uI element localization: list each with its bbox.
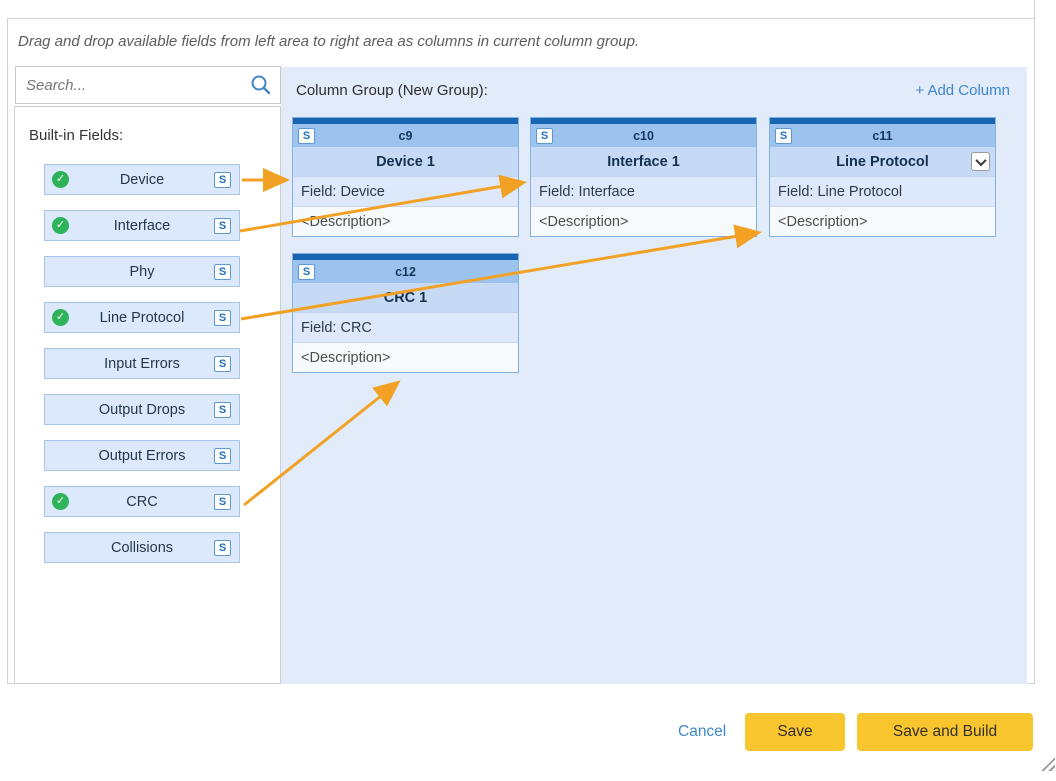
field-item-input-errors[interactable]: Input Errors S bbox=[44, 348, 240, 379]
check-icon bbox=[52, 171, 69, 188]
field-label: Line Protocol bbox=[99, 309, 185, 326]
card-header: S c9 bbox=[293, 124, 518, 147]
save-and-build-button[interactable]: Save and Build bbox=[857, 713, 1033, 751]
card-description-row[interactable]: <Description> bbox=[293, 342, 518, 372]
card-field-row: Field: Interface bbox=[531, 176, 756, 206]
card-title-text: Device 1 bbox=[376, 153, 435, 170]
column-card-c12[interactable]: S c12 CRC 1 Field: CRC <Description> bbox=[292, 253, 519, 373]
card-title-text: CRC 1 bbox=[383, 289, 428, 306]
field-item-output-drops[interactable]: Output Drops S bbox=[44, 394, 240, 425]
cancel-button[interactable]: Cancel bbox=[678, 723, 727, 740]
check-icon bbox=[52, 217, 69, 234]
field-label: CRC bbox=[126, 493, 158, 510]
card-description-row[interactable]: <Description> bbox=[293, 206, 518, 236]
s-badge[interactable]: S bbox=[214, 172, 231, 188]
card-title: Line Protocol bbox=[770, 147, 995, 176]
field-item-crc[interactable]: CRC S bbox=[44, 486, 240, 517]
instruction-text: Drag and drop available fields from left… bbox=[18, 33, 640, 50]
field-label: Device bbox=[119, 171, 165, 188]
field-item-collisions[interactable]: Collisions S bbox=[44, 532, 240, 563]
card-header: S c11 bbox=[770, 124, 995, 147]
card-title-text: Line Protocol bbox=[836, 153, 929, 170]
card-description-row[interactable]: <Description> bbox=[770, 206, 995, 236]
card-field-row: Field: Device bbox=[293, 176, 518, 206]
search-box bbox=[15, 66, 281, 104]
field-label: Output Drops bbox=[98, 401, 186, 418]
card-title: Device 1 bbox=[293, 147, 518, 176]
card-id: c10 bbox=[633, 128, 654, 143]
resize-handle-icon[interactable] bbox=[1041, 757, 1055, 771]
column-card-c11[interactable]: S c11 Line Protocol Field: Line Protocol… bbox=[769, 117, 996, 237]
card-id: c11 bbox=[872, 128, 893, 143]
card-description-row[interactable]: <Description> bbox=[531, 206, 756, 236]
field-label: Output Errors bbox=[98, 447, 186, 464]
column-card-c9[interactable]: S c9 Device 1 Field: Device <Description… bbox=[292, 117, 519, 237]
card-field-row: Field: Line Protocol bbox=[770, 176, 995, 206]
s-badge[interactable]: S bbox=[214, 448, 231, 464]
s-badge[interactable]: S bbox=[214, 218, 231, 234]
s-badge[interactable]: S bbox=[298, 127, 315, 144]
card-id: c9 bbox=[398, 128, 413, 143]
card-field-row: Field: CRC bbox=[293, 312, 518, 342]
save-button[interactable]: Save bbox=[745, 713, 845, 751]
column-group-title: Column Group (New Group): bbox=[296, 82, 488, 99]
check-icon bbox=[52, 493, 69, 510]
field-label: Input Errors bbox=[104, 355, 180, 372]
field-item-phy[interactable]: Phy S bbox=[44, 256, 240, 287]
search-icon[interactable] bbox=[248, 72, 274, 98]
field-item-output-errors[interactable]: Output Errors S bbox=[44, 440, 240, 471]
card-title: CRC 1 bbox=[293, 283, 518, 312]
s-badge[interactable]: S bbox=[214, 356, 231, 372]
card-id: c12 bbox=[395, 264, 416, 279]
card-topbar bbox=[531, 118, 756, 124]
field-label: Collisions bbox=[110, 539, 174, 556]
dialog-right-edge bbox=[1034, 0, 1035, 18]
field-item-interface[interactable]: Interface S bbox=[44, 210, 240, 241]
s-badge[interactable]: S bbox=[214, 310, 231, 326]
field-label: Phy bbox=[129, 263, 155, 280]
field-item-line-protocol[interactable]: Line Protocol S bbox=[44, 302, 240, 333]
built-in-fields-panel: Built-in Fields: Device S Interface S Ph… bbox=[14, 106, 281, 684]
column-group-header: Column Group (New Group): + Add Column bbox=[296, 82, 1010, 99]
s-badge[interactable]: S bbox=[214, 494, 231, 510]
s-badge[interactable]: S bbox=[214, 264, 231, 280]
card-header: S c10 bbox=[531, 124, 756, 147]
chevron-down-icon[interactable] bbox=[971, 152, 990, 171]
card-title-text: Interface 1 bbox=[607, 153, 680, 170]
column-card-c10[interactable]: S c10 Interface 1 Field: Interface <Desc… bbox=[530, 117, 757, 237]
field-label: Interface bbox=[113, 217, 171, 234]
field-list: Device S Interface S Phy S Line Protocol… bbox=[44, 164, 240, 578]
check-icon bbox=[52, 309, 69, 326]
search-input[interactable] bbox=[16, 76, 248, 94]
s-badge[interactable]: S bbox=[775, 127, 792, 144]
s-badge[interactable]: S bbox=[214, 402, 231, 418]
card-topbar bbox=[770, 118, 995, 124]
card-header: S c12 bbox=[293, 260, 518, 283]
card-topbar bbox=[293, 118, 518, 124]
add-column-button[interactable]: + Add Column bbox=[915, 82, 1010, 99]
card-title: Interface 1 bbox=[531, 147, 756, 176]
s-badge[interactable]: S bbox=[214, 540, 231, 556]
column-group-panel: Column Group (New Group): + Add Column S… bbox=[281, 67, 1027, 684]
field-item-device[interactable]: Device S bbox=[44, 164, 240, 195]
s-badge[interactable]: S bbox=[536, 127, 553, 144]
built-in-fields-title: Built-in Fields: bbox=[29, 127, 124, 144]
